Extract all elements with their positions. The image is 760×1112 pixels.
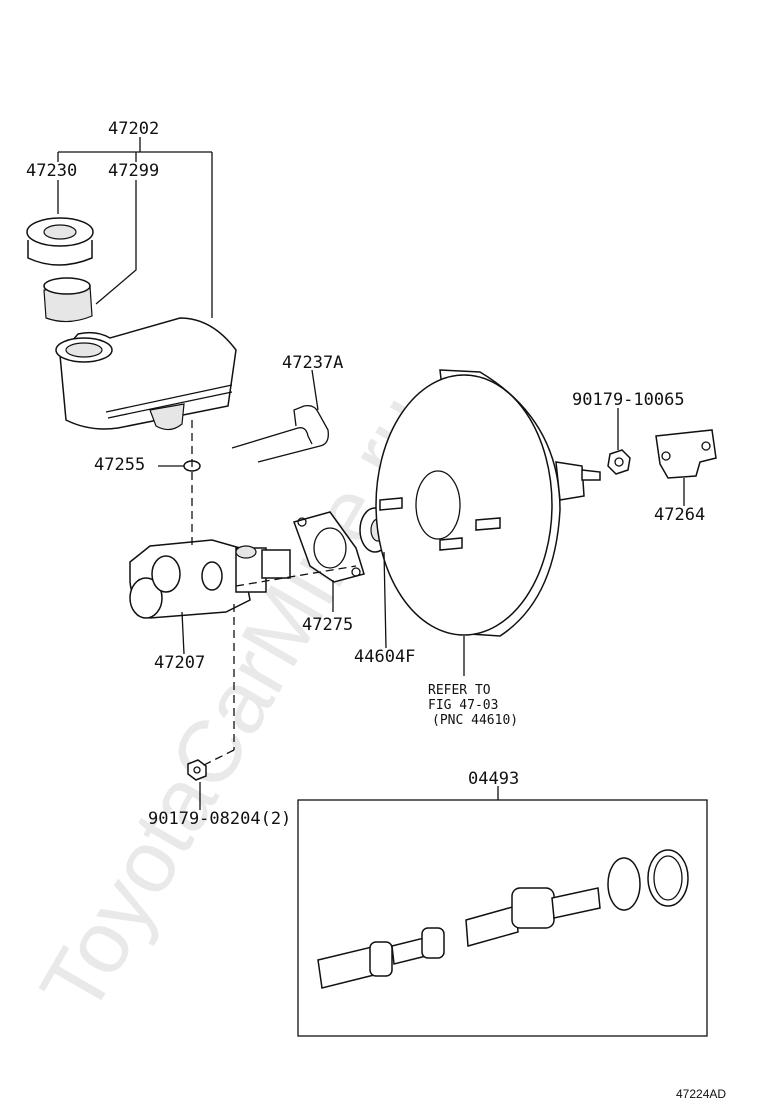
brake-booster[interactable] xyxy=(375,369,601,637)
label-47275: 47275 xyxy=(302,615,353,635)
label-90179-08204: 90179-08204(2) xyxy=(148,809,291,829)
label-47207: 47207 xyxy=(154,653,205,673)
repair-kit-box xyxy=(297,799,708,1037)
label-47299: 47299 xyxy=(108,161,159,181)
label-47255: 47255 xyxy=(94,455,145,475)
refer-note-line1: REFER TO xyxy=(428,683,491,698)
refer-note-line3: (PNC 44610) xyxy=(432,713,518,728)
label-47264: 47264 xyxy=(654,505,705,525)
bracket-47264[interactable] xyxy=(655,429,717,479)
nut-90179-08204[interactable] xyxy=(187,759,207,781)
refer-note-line2: FIG 47-03 xyxy=(428,698,498,713)
piston-front[interactable] xyxy=(465,887,601,947)
leader-lines xyxy=(57,137,685,810)
o-ring[interactable] xyxy=(647,849,689,907)
label-47230: 47230 xyxy=(26,161,77,181)
reservoir-cap-47230[interactable] xyxy=(26,217,94,266)
reservoir-filter-47299[interactable] xyxy=(43,277,93,323)
label-44604F: 44604F xyxy=(354,647,415,667)
diagram-id: 47224AD xyxy=(676,1087,726,1101)
nut-90179-10065[interactable] xyxy=(607,449,631,475)
label-04493: 04493 xyxy=(468,769,519,789)
label-47202: 47202 xyxy=(108,119,159,139)
reservoir-tank[interactable] xyxy=(55,317,237,431)
assembly-lines xyxy=(191,420,357,767)
label-90179-10065: 90179-10065 xyxy=(572,390,685,410)
master-cylinder-47207[interactable] xyxy=(129,539,291,619)
piston-rear[interactable] xyxy=(317,927,445,989)
label-47237A: 47237A xyxy=(282,353,343,373)
reservoir-clip-47237A[interactable] xyxy=(231,404,329,463)
gasket-47275[interactable] xyxy=(293,511,365,583)
snap-ring[interactable] xyxy=(607,857,641,911)
